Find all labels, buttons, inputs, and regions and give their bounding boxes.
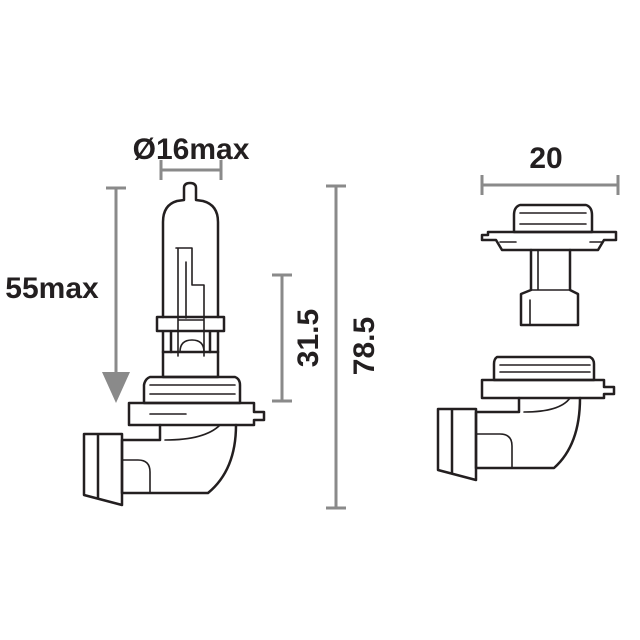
- overall-length-label: 78.5: [348, 317, 381, 375]
- light-center-label: 31.5: [292, 309, 325, 367]
- socket-view: [436, 355, 616, 482]
- bulb-side-view: [82, 181, 266, 507]
- diameter-label: Ø16max: [133, 133, 250, 166]
- socket-flange: [480, 378, 616, 400]
- base-width-label: 20: [529, 142, 562, 175]
- bulb-neck: [155, 315, 226, 354]
- glass-envelope: [161, 181, 220, 319]
- cap-ring-detail: [149, 384, 236, 395]
- cap-detail-view: [480, 203, 618, 327]
- socket-body: [474, 396, 582, 470]
- reference-flange: [127, 401, 266, 427]
- cap-detail-stem-lines: [529, 249, 571, 326]
- base-width-dimension: 20: [480, 142, 620, 195]
- cap-ring: [142, 375, 242, 405]
- length-max-arrowhead: [102, 372, 130, 403]
- connector-curve: [121, 424, 221, 494]
- socket-body-curve: [475, 397, 571, 469]
- cap-detail-top-lines: [519, 212, 587, 225]
- connector-plug: [82, 432, 124, 507]
- diameter-dimension: Ø16max: [133, 133, 250, 180]
- neck-inner-wires: [179, 339, 205, 353]
- cap-collar: [161, 350, 220, 379]
- socket-top: [492, 355, 596, 382]
- filament: [175, 247, 205, 357]
- connector-body: [120, 423, 238, 495]
- length-max-dimension: 55max: [5, 186, 130, 403]
- socket-plug: [436, 407, 478, 482]
- cap-detail-top: [512, 203, 594, 234]
- length-max-label: 55max: [5, 272, 99, 305]
- cap-detail-flange: [480, 230, 618, 252]
- socket-top-lines: [499, 364, 591, 373]
- cap-detail-stem: [519, 248, 580, 327]
- light-center-dimension: 31.5: [272, 273, 325, 403]
- overall-length-dimension: 78.5: [326, 184, 381, 510]
